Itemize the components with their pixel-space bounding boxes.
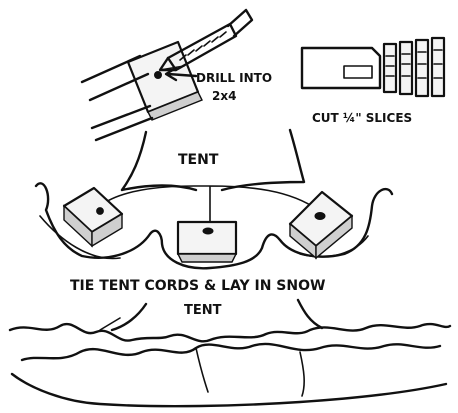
snow-anchor-right <box>290 192 352 258</box>
drill-illustration: DRILL INTO 2x4 <box>82 10 272 140</box>
snow-mound <box>22 344 440 360</box>
snow-surface-lower <box>10 324 450 341</box>
drill-hole <box>155 72 162 79</box>
tie-cords-label: TIE TENT CORDS & LAY IN SNOW <box>70 278 325 294</box>
drill-label-line2: 2x4 <box>212 89 236 103</box>
cut-slices-label: CUT ¼" SLICES <box>312 111 412 125</box>
snow-anchor-left <box>64 188 122 246</box>
tent-anchor-illustration: TENT TIE TENT CORDS & LAY IN SNOW <box>36 130 392 294</box>
tent-label-top: TENT <box>178 152 219 168</box>
tent-label-bottom: TENT <box>184 303 222 318</box>
snow-anchor-center <box>178 222 236 262</box>
tent-cords <box>100 186 318 226</box>
board-outline <box>302 48 380 88</box>
buried-tent-illustration: TENT <box>10 300 450 406</box>
slices-illustration: CUT ¼" SLICES <box>302 38 444 125</box>
drill-label-line1: DRILL INTO <box>196 71 272 85</box>
slice-pieces <box>384 38 444 96</box>
